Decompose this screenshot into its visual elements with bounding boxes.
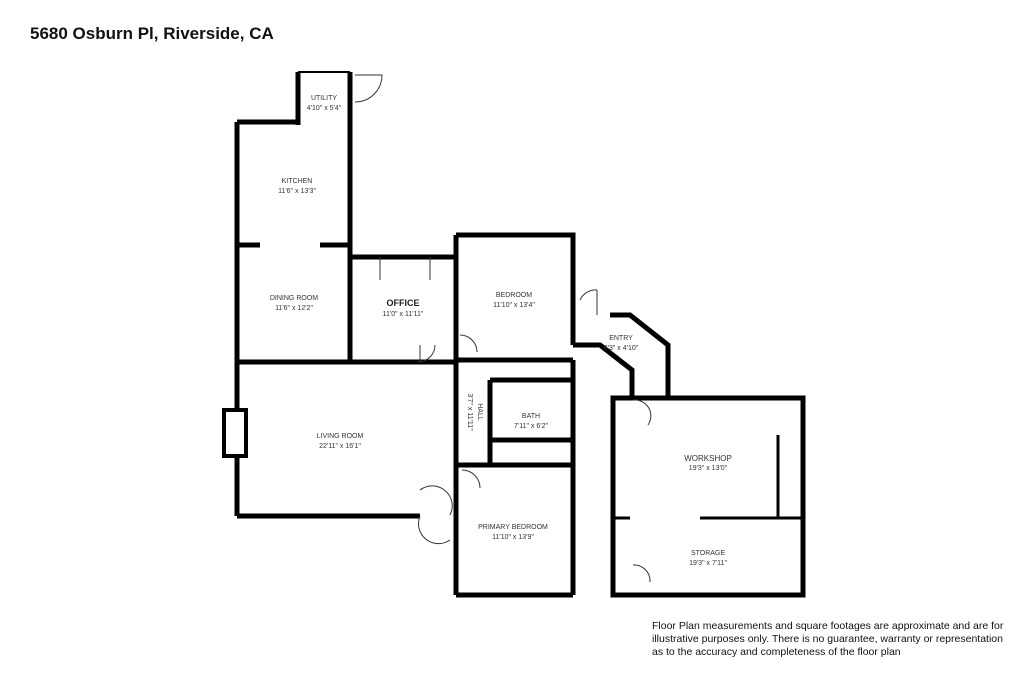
room-name-living: LIVING ROOM: [317, 433, 364, 440]
room-dims-utility: 4'10" x 5'4": [307, 105, 342, 112]
room-dims-office: 11'0" x 11'11": [383, 311, 424, 318]
room-name-entry: ENTRY: [609, 335, 633, 342]
room-name-bath: BATH: [522, 413, 540, 420]
page-title: 5680 Osburn Pl, Riverside, CA: [30, 24, 274, 43]
disclaimer-line: as to the accuracy and completeness of t…: [652, 646, 901, 658]
room-dims-living: 22'11" x 16'1": [319, 443, 361, 450]
disclaimer: Floor Plan measurements and square foota…: [652, 620, 1012, 659]
room-dims-kitchen: 11'6" x 13'3": [278, 188, 316, 195]
disclaimer-line: Floor Plan measurements and square foota…: [652, 620, 1004, 632]
room-dims-dining: 11'6" x 12'2": [275, 305, 313, 312]
fireplace-icon: [222, 408, 248, 458]
door-swings: [354, 74, 652, 583]
room-name-office: OFFICE: [387, 298, 420, 308]
room-name-dining: DINING ROOM: [270, 295, 318, 302]
disclaimer-line: illustrative purposes only. There is no …: [652, 633, 1003, 645]
room-name-bedroom: BEDROOM: [496, 292, 532, 299]
room-name-workshop: WORKSHOP: [684, 454, 732, 463]
room-dims-bedroom: 11'10" x 13'4": [493, 302, 535, 309]
room-dims-primary-bedroom: 11'10" x 13'9": [492, 534, 534, 541]
room-name-primary-bedroom: PRIMARY BEDROOM: [478, 524, 548, 531]
room-dims-bath: 7'11" x 6'2": [514, 423, 548, 430]
room-name-kitchen: KITCHEN: [282, 178, 313, 185]
room-dims-entry: 8'3" x 4'10": [604, 345, 639, 352]
room-dims-hall: 3'7" x 11'11": [466, 393, 473, 431]
room-name-storage: STORAGE: [691, 550, 725, 557]
room-dims-storage: 19'3" x 7'11": [689, 560, 727, 567]
room-labels: UTILITY 4'10" x 5'4" KITCHEN 11'6" x 13'…: [270, 95, 732, 567]
room-name-utility: UTILITY: [311, 95, 337, 102]
room-dims-workshop: 19'3" x 13'0": [689, 465, 728, 472]
walls: [234, 71, 806, 598]
room-name-hall: HALL: [476, 403, 483, 421]
